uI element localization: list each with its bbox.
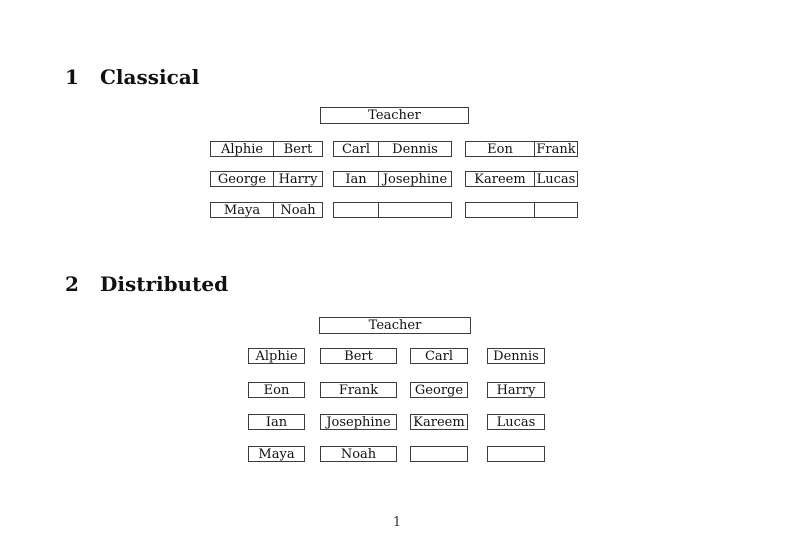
seat: Lucas	[534, 172, 577, 186]
section-heading-classical: 1 Classical	[65, 67, 199, 87]
desk-pair: Ian Josephine	[333, 171, 452, 187]
teacher-desk-classical: Teacher	[320, 107, 469, 124]
seat: Alphie	[220, 142, 264, 156]
seat: Maya	[223, 203, 261, 217]
desk-single: Alphie	[248, 348, 305, 364]
desk-single: Carl	[410, 348, 468, 364]
desk-single: George	[410, 382, 468, 398]
seat: Harry	[496, 383, 536, 397]
desk-pair-empty	[333, 202, 452, 218]
teacher-label: Teacher	[368, 318, 422, 333]
seat-empty	[466, 203, 534, 217]
seat: Eon	[487, 142, 513, 156]
section-title: Distributed	[100, 272, 229, 296]
desk-single-empty	[487, 446, 545, 462]
desk-single: Bert	[320, 348, 397, 364]
desk-pair: George Harry	[210, 171, 323, 187]
seat: Kareem	[474, 172, 526, 186]
desk-pair: Alphie Bert	[210, 141, 323, 157]
desk-single: Maya	[248, 446, 305, 462]
seat: Carl	[424, 349, 454, 363]
seat: Noah	[273, 203, 322, 217]
seat: Josephine	[378, 172, 451, 186]
desk-pair: Carl Dennis	[333, 141, 452, 157]
section-heading-distributed: 2 Distributed	[65, 274, 228, 294]
desk-pair-empty	[465, 202, 578, 218]
seat: Maya	[258, 447, 295, 461]
seat: Dennis	[378, 142, 451, 156]
seat: George	[217, 172, 267, 186]
seat: Alphie	[255, 349, 298, 363]
seat: Kareem	[413, 415, 465, 429]
seat-empty	[534, 203, 577, 217]
seat-empty	[378, 203, 451, 217]
seat: Dennis	[493, 349, 539, 363]
desk-single: Ian	[248, 414, 305, 430]
section-number: 2	[65, 272, 79, 296]
desk-single: Kareem	[410, 414, 468, 430]
seat: Noah	[340, 447, 377, 461]
teacher-label: Teacher	[368, 108, 421, 123]
seat: Josephine	[326, 415, 391, 429]
seat: Carl	[341, 142, 371, 156]
desk-single: Dennis	[487, 348, 545, 364]
desk-pair: Maya Noah	[210, 202, 323, 218]
seat: Ian	[265, 415, 288, 429]
seat: Bert	[273, 142, 322, 156]
desk-single: Lucas	[487, 414, 545, 430]
desk-pair: Kareem Lucas	[465, 171, 578, 187]
seat: Frank	[338, 383, 379, 397]
section-title: Classical	[100, 65, 200, 89]
page-number: 1	[392, 515, 402, 530]
desk-single: Frank	[320, 382, 397, 398]
seat: Lucas	[496, 415, 536, 429]
seat: Ian	[345, 172, 367, 186]
desk-pair: Eon Frank	[465, 141, 578, 157]
desk-single: Noah	[320, 446, 397, 462]
seat-empty	[488, 447, 544, 461]
section-number: 1	[65, 65, 79, 89]
seat-empty	[334, 203, 378, 217]
seat: George	[414, 383, 464, 397]
seat: Eon	[263, 383, 290, 397]
seat-empty	[411, 447, 467, 461]
seat: Harry	[273, 172, 322, 186]
desk-single: Eon	[248, 382, 305, 398]
seat: Frank	[534, 142, 577, 156]
desk-single: Josephine	[320, 414, 397, 430]
desk-single-empty	[410, 446, 468, 462]
desk-single: Harry	[487, 382, 545, 398]
teacher-desk-distributed: Teacher	[319, 317, 471, 334]
seat: Bert	[344, 349, 373, 363]
